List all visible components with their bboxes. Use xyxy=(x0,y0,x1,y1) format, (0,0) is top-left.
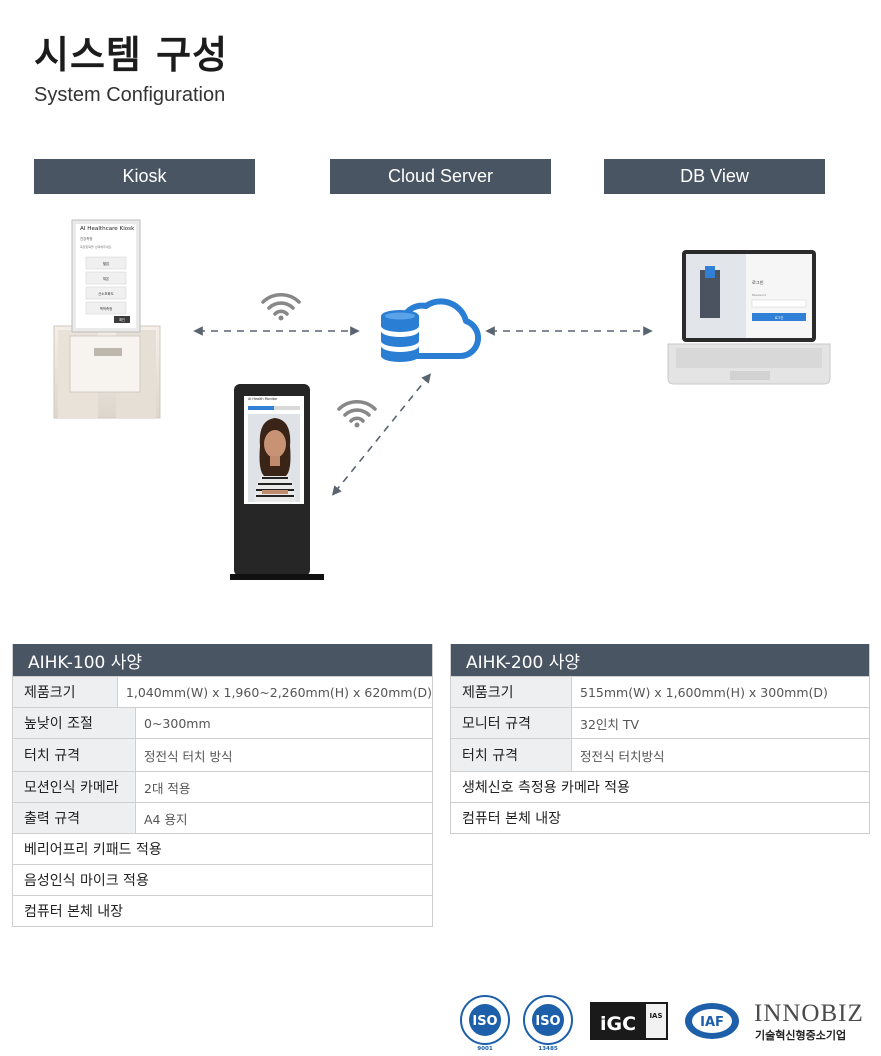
table-row: 높낮이 조절 0~300mm xyxy=(13,707,432,738)
laptop-illustration: 로그인 Password 로그인 xyxy=(667,250,831,385)
spec-key: 출력 규격 xyxy=(13,803,136,833)
spec-value: 정전식 터치방식 xyxy=(580,748,665,764)
table-row: 컴퓨터 본체 내장 xyxy=(451,802,869,833)
iso-mark: ISO xyxy=(535,1014,560,1029)
spec-value: 2대 적용 xyxy=(144,780,191,796)
laptop-login-button: 로그인 xyxy=(775,315,784,320)
innobiz-logo: INNOBIZ 기술혁신형중소기업 xyxy=(754,1000,864,1042)
spec-table-aihk-100: AIHK-100 사양 제품크기 1,040mm(W) x 1,960~2,26… xyxy=(12,644,433,927)
spec-feature: 베리어프리 키패드 적용 xyxy=(24,842,162,858)
iso-9001-logo: ISO 9001 xyxy=(460,995,510,1052)
kiosk-screen-text2: 측정항목을 선택해주세요. xyxy=(80,244,112,249)
table-row: 제품크기 1,040mm(W) x 1,960~2,260mm(H) x 620… xyxy=(13,676,432,707)
table-row: 터치 규격 정전식 터치방식 xyxy=(451,738,869,771)
innobiz-subtitle: 기술혁신형중소기업 xyxy=(755,1028,846,1042)
person-photo xyxy=(254,418,296,502)
kiosk-screen-menu: 혈압 체온 산소포화도 맥박측정 xyxy=(85,256,127,315)
table-row: 출력 규격 A4 용지 xyxy=(13,802,432,833)
spec-key: 제품크기 xyxy=(13,677,118,707)
iso-number: 13485 xyxy=(538,1046,558,1052)
iaf-mark: IAF xyxy=(700,1015,724,1030)
laptop-login-title: 로그인 xyxy=(752,279,764,285)
wifi-icon xyxy=(261,292,301,321)
wifi-icon xyxy=(337,399,377,428)
spec-key: 제품크기 xyxy=(451,677,572,707)
spec-key: 터치 규격 xyxy=(451,739,572,771)
system-diagram: AI Healthcare Kiosk 건강측정 측정항목을 선택해주세요. 혈… xyxy=(53,219,831,580)
kiosk-menu-item: 체온 xyxy=(103,276,109,281)
table-row: 터치 규격 정전식 터치 방식 xyxy=(13,738,432,771)
spec-value: 515mm(W) x 1,600mm(H) x 300mm(D) xyxy=(580,684,828,700)
spec-value: 1,040mm(W) x 1,960~2,260mm(H) x 620mm(D) xyxy=(125,684,432,700)
table-row: 베리어프리 키패드 적용 xyxy=(13,833,432,864)
table-row: 생체신호 측정용 카메라 적용 xyxy=(451,771,869,802)
table-row: 모니터 규격 32인치 TV xyxy=(451,707,869,738)
spec-value: 0~300mm xyxy=(144,715,211,731)
db-view-label: DB View xyxy=(604,159,825,194)
kiosk-menu-item: 맥박측정 xyxy=(100,306,112,311)
laptop-login-field: Password xyxy=(752,293,766,297)
spec-key: 모션인식 카메라 xyxy=(13,772,136,802)
kiosk-illustration: AI Healthcare Kiosk 건강측정 측정항목을 선택해주세요. 혈… xyxy=(53,219,161,419)
iso-13485-logo: ISO 13485 xyxy=(523,995,573,1052)
spec-value: 정전식 터치 방식 xyxy=(144,748,233,764)
kiosk-menu-item: 산소포화도 xyxy=(98,291,114,296)
table-row: 컴퓨터 본체 내장 xyxy=(13,895,432,926)
iso-mark: ISO xyxy=(472,1014,497,1029)
igc-ias-logo: iGC IAS xyxy=(590,1002,668,1040)
spec-table-aihk-200: AIHK-200 사양 제품크기 515mm(W) x 1,600mm(H) x… xyxy=(450,644,870,834)
kiosk-screen-title: AI Healthcare Kiosk xyxy=(80,226,135,232)
stand-screen-title: AI Health Monitor xyxy=(248,397,278,401)
page-subtitle: System Configuration xyxy=(34,84,226,106)
spec-key: 모니터 규격 xyxy=(451,708,572,738)
table-row: 모션인식 카메라 2대 적용 xyxy=(13,771,432,802)
spec-feature: 생체신호 측정용 카메라 적용 xyxy=(462,780,630,796)
stand-cloud-arrow xyxy=(331,373,432,496)
kiosk-screen-text1: 건강측정 xyxy=(80,236,92,241)
cloud-server-label: Cloud Server xyxy=(330,159,551,194)
certification-logos: ISO 9001 ISO 13485 iGC IAS IAF INNOBIZ 기… xyxy=(460,995,864,1052)
iso-number: 9001 xyxy=(477,1046,493,1052)
kiosk-label: Kiosk xyxy=(34,159,255,194)
ias-mark: IAS xyxy=(649,1012,662,1020)
kiosk-confirm-button: 확인 xyxy=(119,317,125,322)
spec-key: 높낮이 조절 xyxy=(13,708,136,738)
table-row: 제품크기 515mm(W) x 1,600mm(H) x 300mm(D) xyxy=(451,676,869,707)
spec-value: 32인치 TV xyxy=(580,716,640,732)
spec-title: AIHK-200 사양 xyxy=(451,644,869,676)
spec-key: 터치 규격 xyxy=(13,739,136,771)
page-title: 시스템 구성 xyxy=(34,33,229,77)
spec-feature: 컴퓨터 본체 내장 xyxy=(24,904,124,920)
innobiz-mark: INNOBIZ xyxy=(754,1000,864,1027)
spec-feature: 음성인식 마이크 적용 xyxy=(24,873,149,889)
spec-title: AIHK-100 사양 xyxy=(13,644,432,676)
cloud-server-icon xyxy=(381,298,482,362)
stand-kiosk-illustration: AI Health Monitor xyxy=(230,384,324,580)
spec-value: A4 용지 xyxy=(144,811,188,827)
table-row: 음성인식 마이크 적용 xyxy=(13,864,432,895)
igc-mark: iGC xyxy=(600,1013,636,1035)
spec-feature: 컴퓨터 본체 내장 xyxy=(462,811,562,827)
iaf-logo: IAF xyxy=(685,1003,739,1039)
kiosk-menu-item: 혈압 xyxy=(103,261,109,266)
